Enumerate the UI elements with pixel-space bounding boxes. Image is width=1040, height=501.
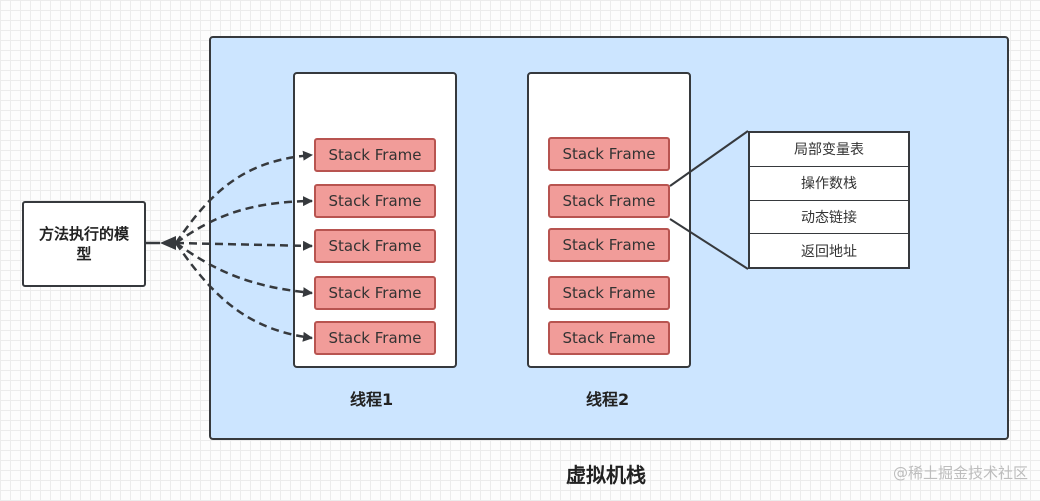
thread-1-stack-frame-1: Stack Frame xyxy=(314,138,436,172)
method-execution-model-box: 方法执行的模型 xyxy=(22,201,146,287)
frame-detail-return-address: 返回地址 xyxy=(801,243,857,260)
arrow-to-thread-1-frame-3 xyxy=(175,240,313,251)
thread-2-stack-frame-3: Stack Frame xyxy=(548,228,670,262)
fan-origin-marker xyxy=(160,236,176,250)
thread-2-stack-frame-5: Stack Frame xyxy=(548,321,670,355)
frame-detail-local-variables: 局部变量表 xyxy=(750,133,908,167)
arrow-to-thread-1-frame-5 xyxy=(174,242,313,342)
thread-1-box xyxy=(293,72,457,368)
thread-2-box xyxy=(527,72,691,368)
thread-2-stack-frame-4: Stack Frame xyxy=(548,276,670,310)
vm-stack-label: 虚拟机栈 xyxy=(566,463,646,487)
thread-2-stack-frame-1: Stack Frame xyxy=(548,137,670,171)
arrow-to-thread-1-frame-2 xyxy=(175,196,313,245)
frame-detail-table: 局部变量表 操作数栈 动态链接 返回地址 xyxy=(748,131,910,269)
frame-detail-dynamic-linking: 动态链接 xyxy=(750,201,908,235)
arrow-to-thread-1-frame-4 xyxy=(175,241,313,298)
thread-1-stack-frame-2: Stack Frame xyxy=(314,184,436,218)
detail-callout-bottom-line xyxy=(669,218,749,270)
detail-callout-top-line xyxy=(669,130,749,187)
thread-1-stack-frame-5: Stack Frame xyxy=(314,321,436,355)
frame-detail-operand-stack: 操作数栈 xyxy=(750,167,908,201)
arrow-to-thread-1-frame-1 xyxy=(174,150,313,244)
thread-2-label: 线程2 xyxy=(586,390,630,409)
thread-2-stack-frame-2: Stack Frame xyxy=(548,184,670,218)
watermark: @稀土掘金技术社区 xyxy=(892,464,1028,482)
thread-1-label: 线程1 xyxy=(350,390,394,409)
thread-1-stack-frame-4: Stack Frame xyxy=(314,276,436,310)
thread-1-stack-frame-3: Stack Frame xyxy=(314,229,436,263)
method-execution-model-label: 方法执行的模型 xyxy=(38,225,129,263)
